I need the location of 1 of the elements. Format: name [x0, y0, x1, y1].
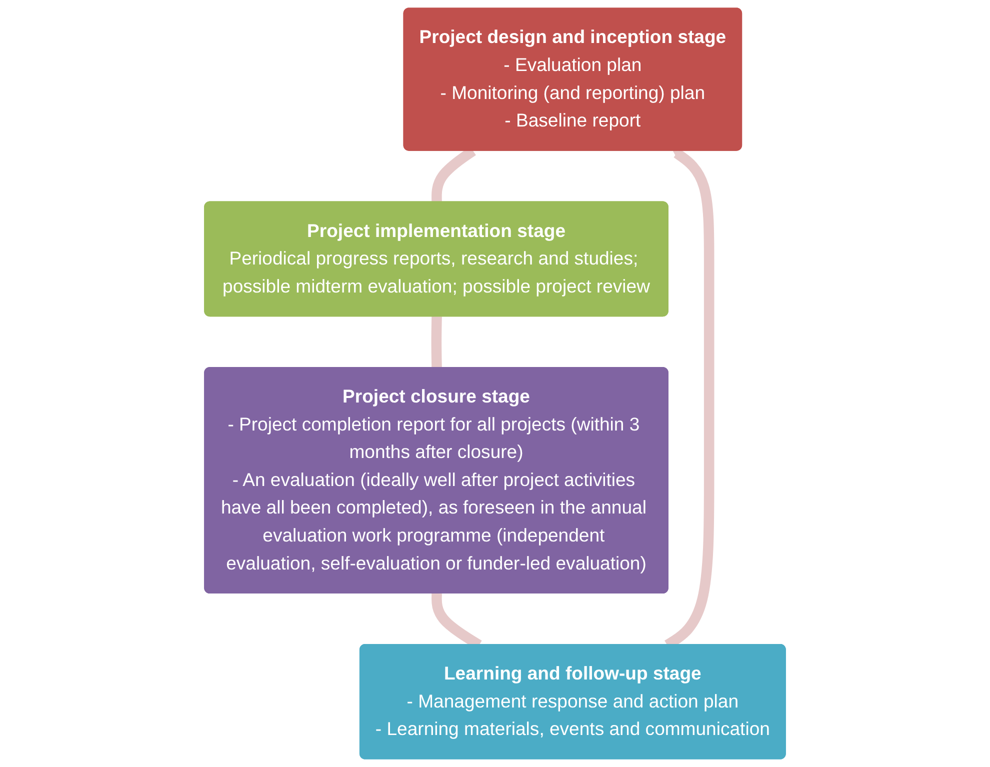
connector	[431, 316, 442, 369]
